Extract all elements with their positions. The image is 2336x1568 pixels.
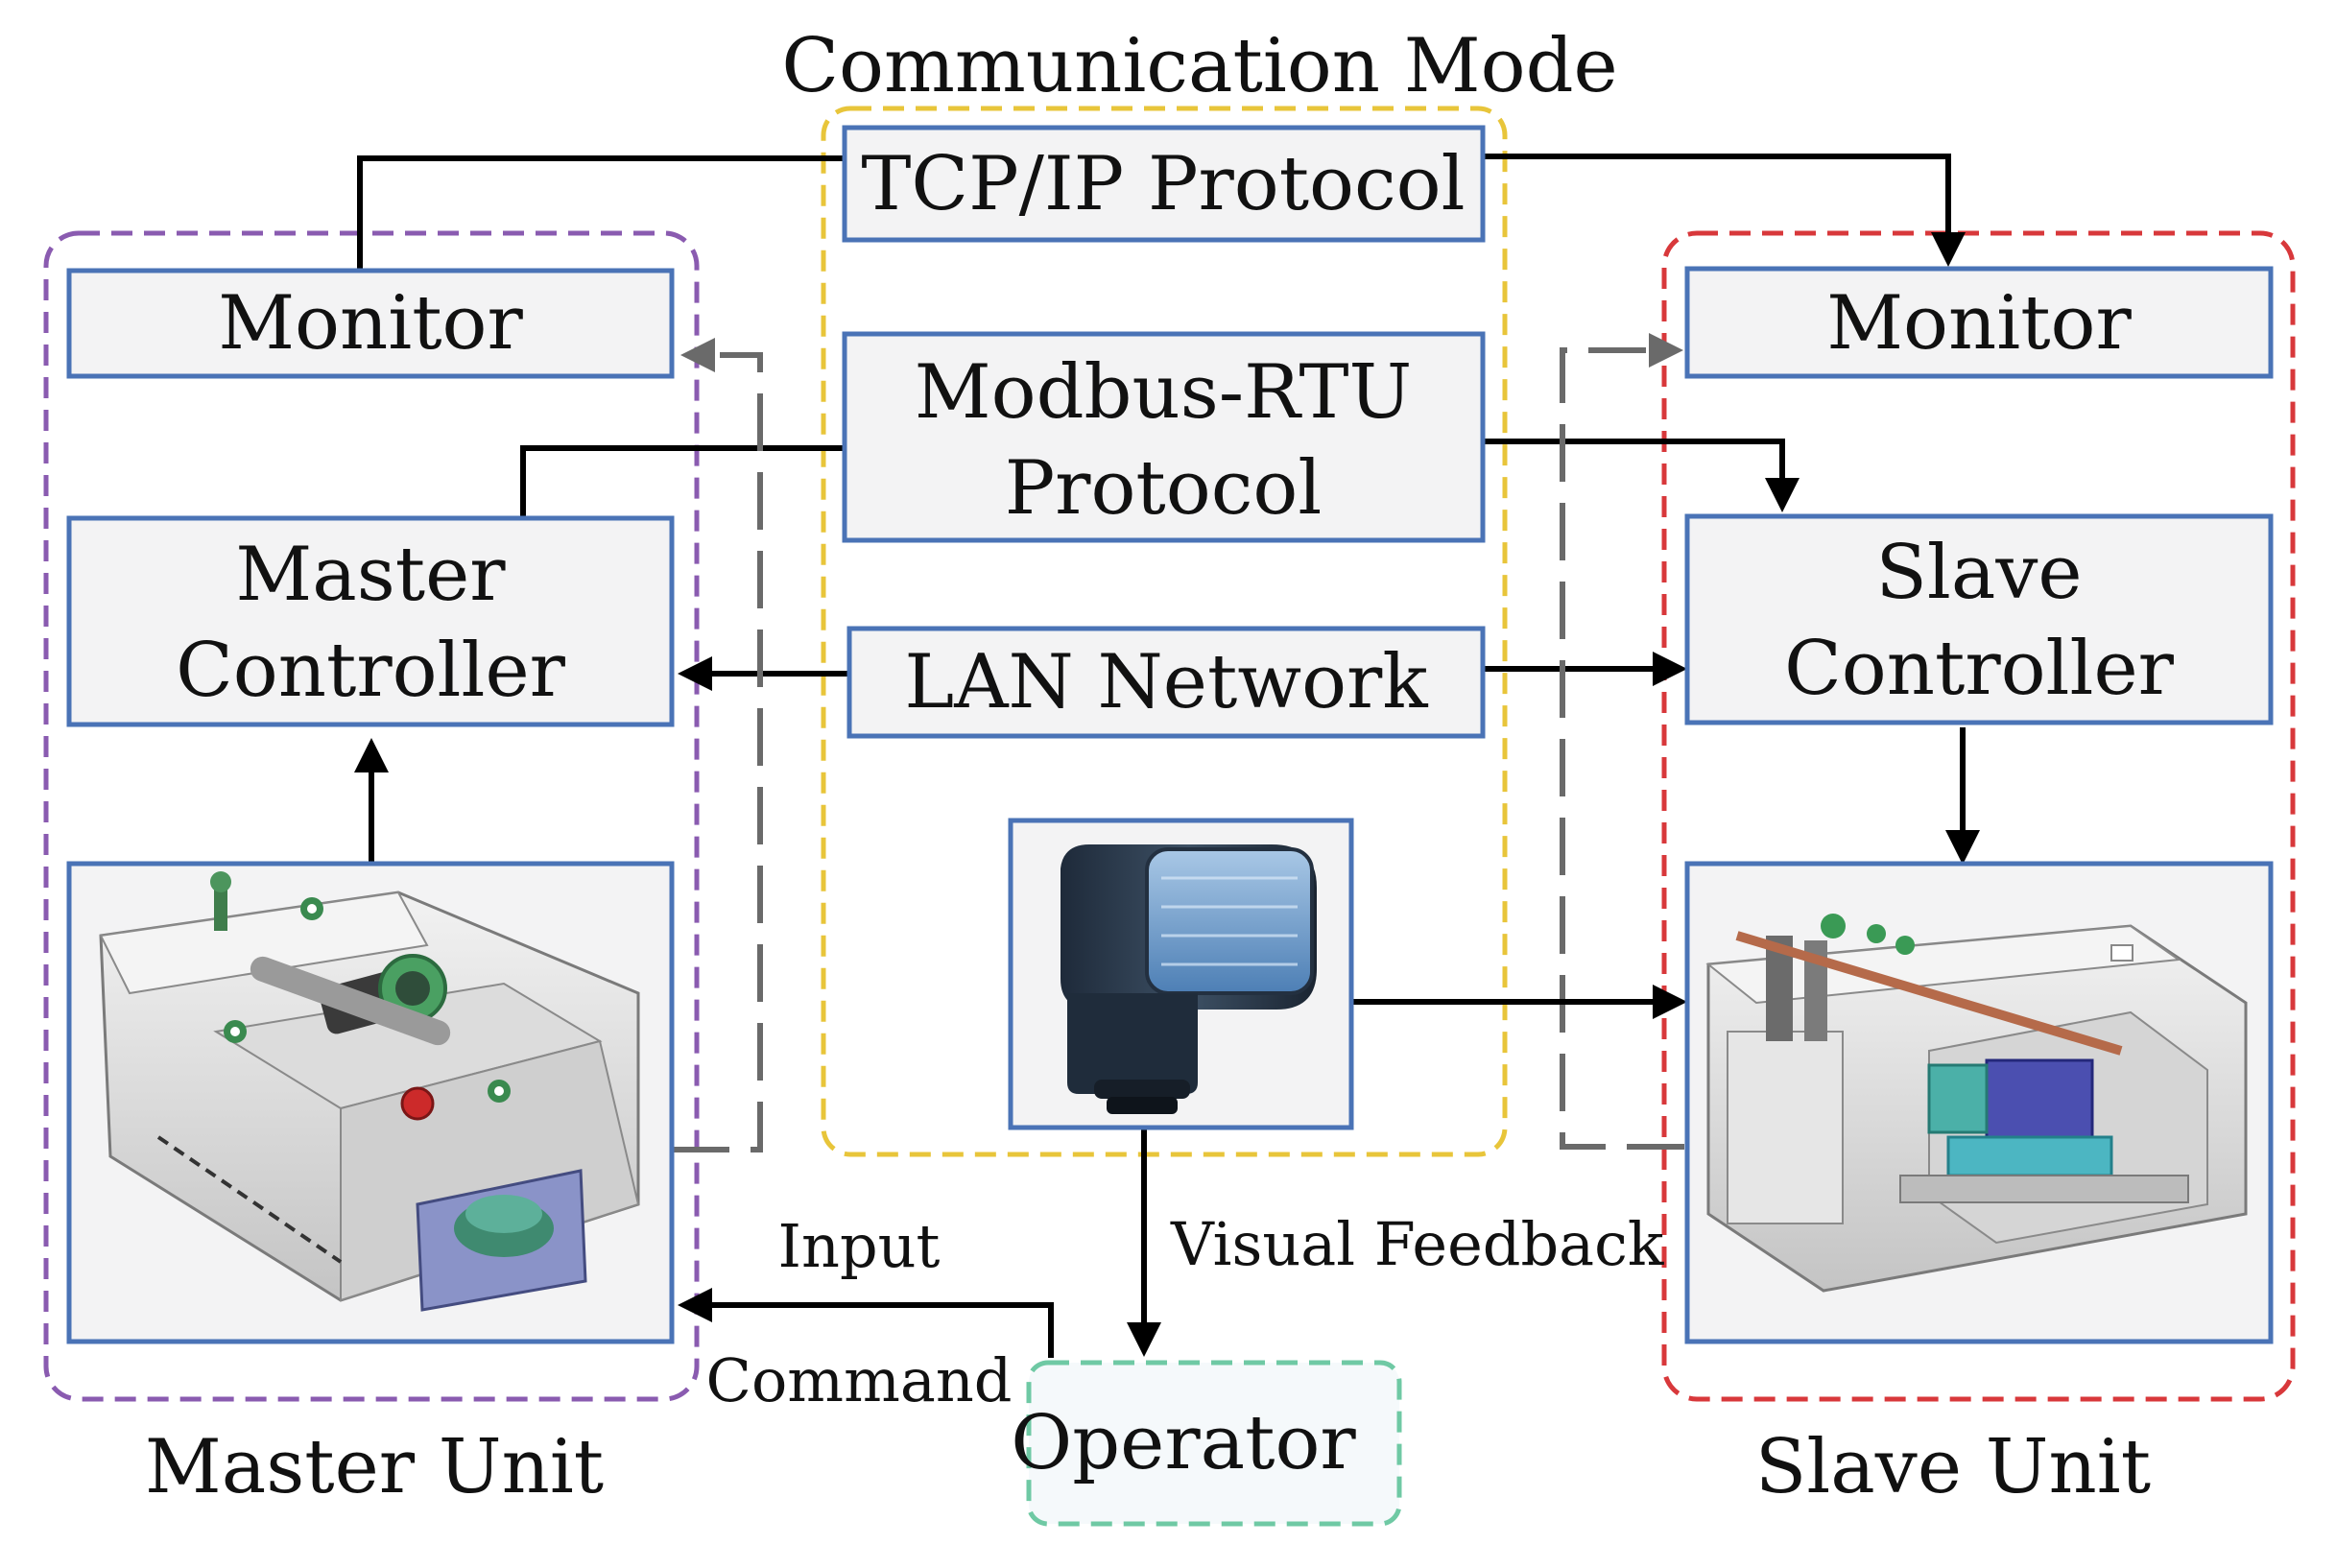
modbus-to-master-controller-line [520, 445, 845, 518]
slave-monitor-box [1684, 266, 2274, 379]
modbus-rtu-protocol-box [842, 331, 1486, 543]
tcp-ip-protocol-label: TCP/IP Protocol [861, 141, 1465, 227]
slave-device-to-monitor-feedback [1560, 333, 1684, 1150]
slave-monitor-label: Monitor [1826, 280, 2132, 367]
operator-label: Operator [1011, 1400, 1356, 1486]
operator-to-master-device-arrow [678, 1288, 1054, 1358]
modbus-rtu-label-line1: Modbus-RTU [915, 349, 1412, 436]
slave-unit-group [1661, 230, 2296, 1402]
visual-feedback-label: Visual Feedback [1170, 1209, 1664, 1279]
master-unit-title: Master Unit [145, 1424, 604, 1510]
operator-group [1026, 1360, 1402, 1527]
command-label: Command [706, 1345, 1013, 1415]
input-label: Input [778, 1211, 941, 1281]
lan-network-box [846, 626, 1486, 739]
master-device-to-monitor-feedback [672, 338, 763, 1152]
communication-mode-group [821, 106, 1508, 1157]
communication-mode-title: Communication Mode [781, 23, 1617, 109]
slave-device-image [1684, 861, 2274, 1344]
master-monitor-label: Monitor [218, 280, 523, 367]
slave-controller-label-line2: Controller [1784, 626, 2175, 712]
tcp-ip-protocol-box [842, 125, 1486, 243]
master-controller-label-line2: Controller [176, 628, 566, 714]
slave-controller-label-line1: Slave [1875, 530, 2082, 616]
master-controller-box [66, 515, 675, 727]
slave-unit-title: Slave Unit [1755, 1424, 2151, 1510]
master-monitor-box [66, 268, 675, 379]
master-controller-label-line1: Master [235, 532, 506, 618]
master-device-image [66, 861, 675, 1344]
modbus-rtu-label-line2: Protocol [1005, 445, 1323, 532]
lan-network-label: LAN Network [904, 639, 1428, 725]
tcp-to-master-monitor-line [357, 155, 845, 271]
master-unit-group [43, 230, 700, 1402]
tcp-to-slave-monitor-arrow [1483, 154, 1966, 267]
modbus-to-slave-controller-arrow [1483, 439, 1800, 512]
slave-controller-box [1684, 513, 2274, 725]
camera-image [1008, 818, 1354, 1130]
